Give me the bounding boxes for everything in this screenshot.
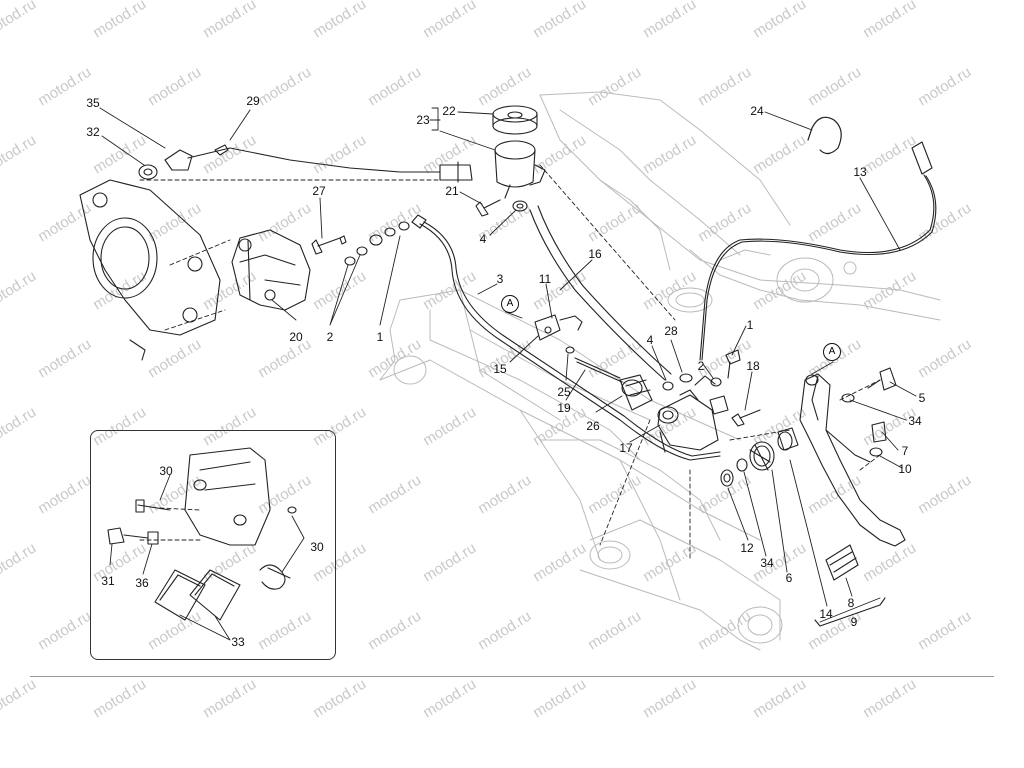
inset-parts [107,447,297,621]
brake-light-switch-cable [699,141,937,361]
callout-36: 36 [135,576,149,590]
brake-pedal [799,367,906,627]
callout-1-left: 1 [376,330,384,344]
callout-8: 8 [847,596,855,610]
brake-hub [79,179,221,361]
callout-31: 31 [101,574,115,588]
callout-leaders [99,107,917,641]
callout-18: 18 [746,359,760,373]
page-divider [30,676,994,677]
callout-25: 25 [557,385,571,399]
callout-33: 33 [231,635,245,649]
callout-30-top: 30 [159,464,173,478]
callout-28: 28 [664,324,678,338]
callout-21: 21 [445,184,459,198]
callout-9: 9 [850,615,858,629]
master-cylinder [534,314,719,453]
callout-35: 35 [86,96,100,110]
callout-7: 7 [901,444,909,458]
frame-outline [539,91,941,321]
switch-fittings [662,349,761,427]
callout-4-lower: 4 [646,333,654,347]
callout-30-right: 30 [310,540,324,554]
callout-15: 15 [493,362,507,376]
fluid-reservoir [492,105,546,199]
callout-29: 29 [246,94,260,108]
callout-3: 3 [496,272,504,286]
return-spring-set [720,427,799,487]
callout-27: 27 [312,184,326,198]
callout-13: 13 [853,165,867,179]
callout-12: 12 [740,541,754,555]
callout-32: 32 [86,125,100,139]
callout-23: 23 [416,113,430,127]
callout-5: 5 [918,391,926,405]
callout-24: 24 [750,104,764,118]
hose-clamp [807,116,842,155]
callout-20: 20 [289,330,303,344]
callout-34-upper: 34 [908,414,922,428]
caliper-detail-inset [90,430,336,660]
callout-6: 6 [785,571,793,585]
brake-line [411,214,721,461]
callout-2-left: 2 [326,330,334,344]
callout-17: 17 [619,441,633,455]
callout-10: 10 [898,462,912,476]
callout-14: 14 [819,607,833,621]
sensor-cable [138,144,473,183]
callout-1-right: 1 [746,318,754,332]
callout-34-lower: 34 [760,556,774,570]
view-marker-a-lower: A [823,343,841,361]
callout-16: 16 [588,247,602,261]
banjo-fittings [311,199,528,266]
callout-19: 19 [557,401,571,415]
swingarm-outline [379,289,783,651]
callout-26: 26 [586,419,600,433]
view-marker-a-upper: A [501,295,519,313]
callout-11: 11 [538,272,552,286]
brake-caliper [231,229,311,311]
reservoir-hose [529,205,672,381]
callout-22: 22 [442,104,456,118]
callout-2-right: 2 [697,359,705,373]
dashed-leaders [139,164,881,561]
callout-4-upper: 4 [479,232,487,246]
